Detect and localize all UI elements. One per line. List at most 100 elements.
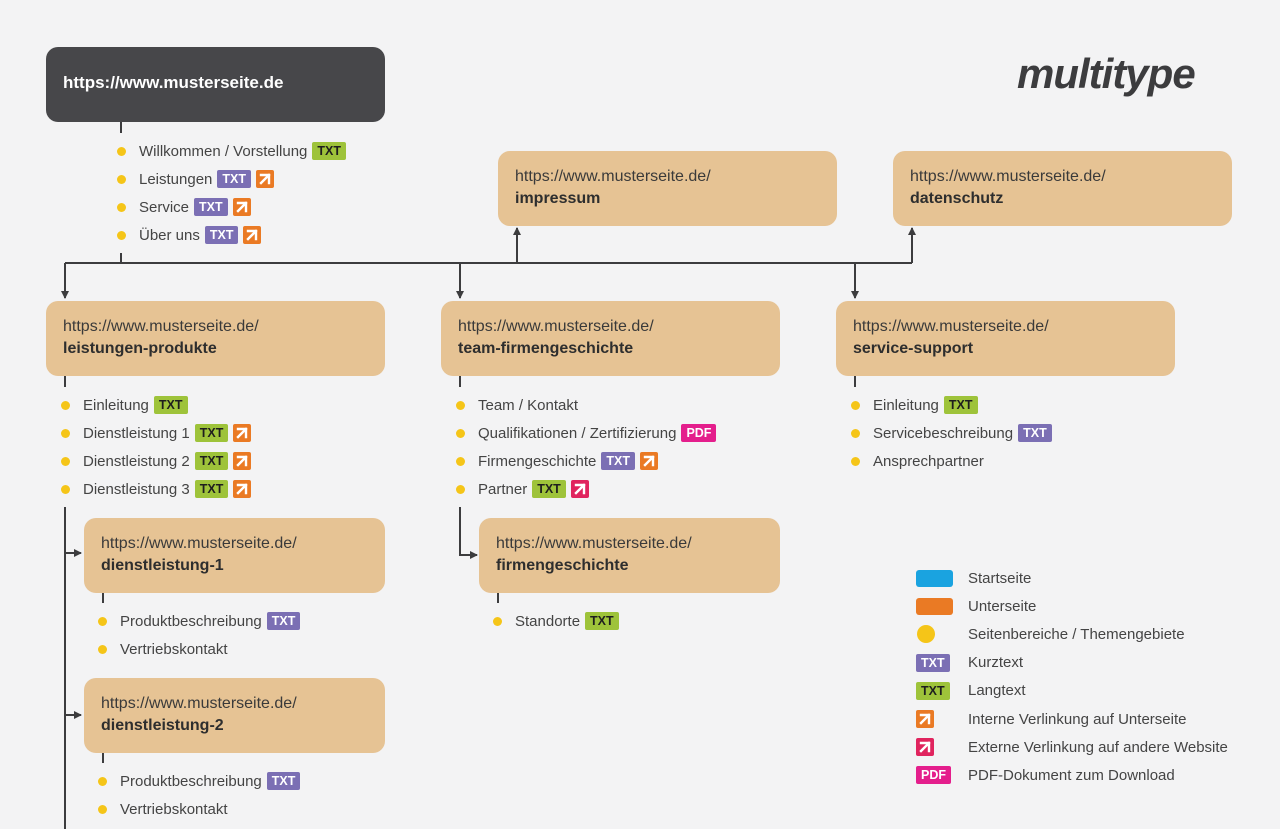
internal-link-icon [233,424,252,442]
txt-long-badge: TXT [194,452,229,470]
txt-long-badge: TXT [916,681,950,700]
item-label: Dienstleistung 1 [83,424,190,442]
txt-short-badge: TXT [916,653,950,672]
legend-item: TXT Kurztext [916,649,1228,677]
bullet-dot-icon [98,644,107,654]
start-page-box[interactable]: https://www.musterseite.de [46,47,385,122]
txt-short-badge: TXT [601,452,635,470]
internal-link-icon [256,170,275,188]
page-box-dienstleistung-1[interactable]: https://www.musterseite.de/ dienstleistu… [84,518,385,593]
page-box-leistungen-produkte[interactable]: https://www.musterseite.de/ leistungen-p… [46,301,385,376]
startseite-swatch [916,569,953,587]
page-url: https://www.musterseite.de/ [101,695,297,712]
page-box-datenschutz[interactable]: https://www.musterseite.de/ datenschutz [893,151,1232,226]
legend-label: Kurztext [968,654,1024,672]
internal-link-icon [243,226,262,244]
item-label: Service [139,198,190,216]
legend-label: PDF-Dokument zum Download [968,766,1175,784]
page-slug: dienstleistung-2 [101,717,224,734]
list-item[interactable]: Vertriebskontakt [98,635,305,663]
bullet-dot-icon [456,456,465,466]
legend-symbol: PDF [916,766,968,785]
page-box-service-support[interactable]: https://www.musterseite.de/ service-supp… [836,301,1175,376]
page-url: https://www.musterseite.de/ [101,535,297,552]
txt-short-badge: TXT [194,198,228,216]
list-item[interactable]: Team / Kontakt [456,391,721,419]
internal-link-icon [233,452,252,470]
txt-long-badge: TXT [194,424,229,442]
external-link-icon [916,738,934,757]
bullet-dot-icon [851,428,860,438]
page-box-dienstleistung-2[interactable]: https://www.musterseite.de/ dienstleistu… [84,678,385,753]
item-label: Firmengeschichte [478,452,597,470]
item-label: Standorte [515,612,581,630]
item-label: Dienstleistung 2 [83,452,190,470]
bullet-dot-icon [98,804,107,814]
bullet-dot-icon [98,616,107,626]
bullet-dot-icon [61,484,70,494]
list-item[interactable]: Vertriebskontakt [98,795,305,823]
bullet-dot-icon [851,400,860,410]
page-url: https://www.musterseite.de/ [496,535,692,552]
legend-label: Externe Verlinkung auf andere Website [968,738,1228,756]
item-label: Partner [478,480,528,498]
page-box-firmengeschichte[interactable]: https://www.musterseite.de/ firmengeschi… [479,518,780,593]
legend-label: Interne Verlinkung auf Unterseite [968,710,1187,728]
item-label: Über uns [139,226,200,244]
bullet-dot-icon [61,400,70,410]
txt-long-badge: TXT [532,480,566,498]
txt-short-badge: TXT [217,170,252,188]
bullet-dot-icon [117,174,126,184]
txt-long-badge: TXT [943,396,978,414]
list-item[interactable]: Ansprechpartner [851,447,1057,475]
bullet-dot-icon [117,230,126,240]
pdf-badge: PDF [681,424,717,442]
legend-item: Unterseite [916,592,1228,620]
item-label: Team / Kontakt [478,396,579,414]
item-label: Dienstleistung 3 [83,480,190,498]
txt-long-badge: TXT [312,142,347,160]
item-label: Qualifikationen / Zertifizierung [478,424,677,442]
page-url: https://www.musterseite.de/ [63,318,259,335]
item-label: Einleitung [873,396,939,414]
txt-short-badge: TXT [1018,424,1052,442]
page-slug: datenschutz [910,190,1004,207]
internal-link-icon [232,198,251,216]
txt-long-badge: TXT [194,480,229,498]
item-label: Vertriebskontakt [120,640,228,658]
external-link-icon [570,480,589,498]
page-box-team-firmengeschichte[interactable]: https://www.musterseite.de/ team-firmeng… [441,301,780,376]
page-slug: leistungen-produkte [63,340,217,357]
legend-item: Seitenbereiche / Themengebiete [916,620,1228,648]
txt-short-badge: TXT [266,772,301,790]
page-url: https://www.musterseite.de/ [458,318,654,335]
start-page-url: https://www.musterseite.de [63,73,284,92]
bullet-dot-icon [61,428,70,438]
legend-item: Startseite [916,564,1228,592]
txt-long-badge: TXT [153,396,188,414]
item-label: Einleitung [83,396,149,414]
legend-symbol: TXT [916,653,968,672]
page-box-impressum[interactable]: https://www.musterseite.de/ impressum [498,151,837,226]
legend-symbol [916,625,968,644]
